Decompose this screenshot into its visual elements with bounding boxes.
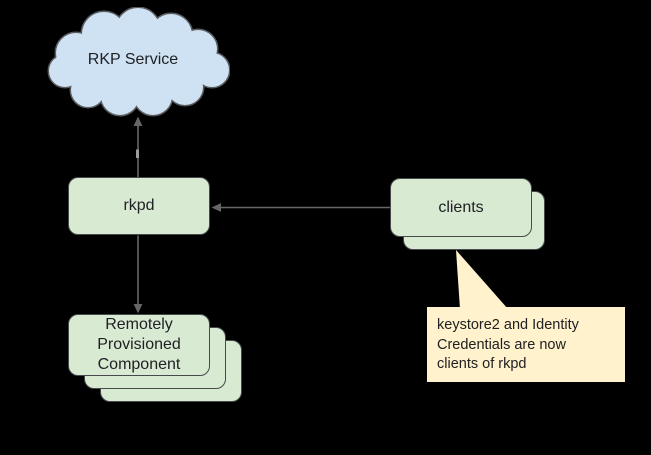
node-rpc-label: Remotely Provisioned Component [97, 316, 181, 373]
node-rkp-service: RKP Service [58, 50, 208, 70]
node-clients-label: clients [438, 198, 484, 216]
arrow-clients-to-rkpd [211, 203, 390, 212]
node-clients: clients [390, 178, 532, 237]
node-rkpd-label: rkpd [123, 197, 155, 214]
node-rkp-service-label: RKP Service [87, 51, 179, 68]
arrow-rkpd-to-rkp-service [133, 116, 143, 177]
cloud-shape [47, 7, 230, 117]
arrow-rkpd-to-rpc [133, 235, 143, 314]
callout-text: keystore2 and Identity Credentials are n… [437, 317, 579, 372]
node-rkpd: rkpd [68, 177, 210, 235]
connector-midpoint-mark [136, 149, 139, 158]
callout-note: keystore2 and Identity Credentials are n… [427, 307, 625, 382]
callout-tail [456, 250, 508, 309]
cloud-fill [49, 8, 229, 115]
node-remotely-provisioned-component: Remotely Provisioned Component [68, 314, 210, 376]
